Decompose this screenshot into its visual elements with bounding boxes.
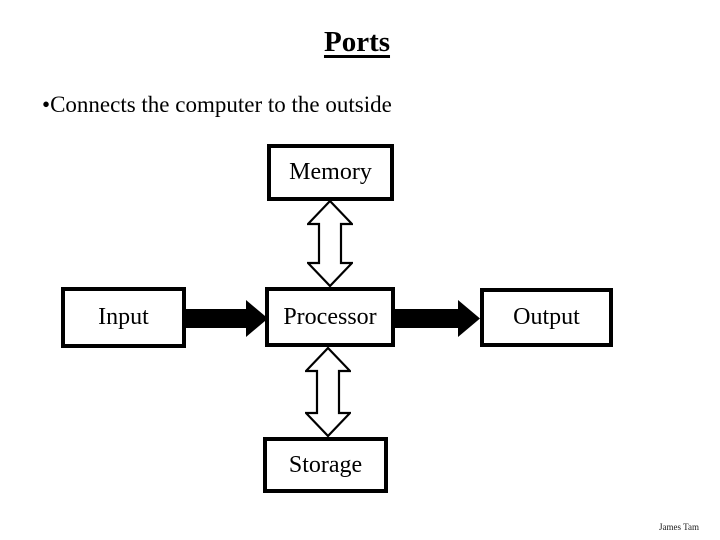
author-credit: James Tam	[659, 522, 699, 532]
bullet-line: •Connects the computer to the outside	[42, 92, 392, 118]
diagram-box-storage: Storage	[263, 437, 388, 493]
diagram-box-output: Output	[480, 288, 613, 347]
double-arrow-processor-storage-icon	[305, 347, 351, 437]
diagram-box-memory: Memory	[267, 144, 394, 201]
slide-title-wrap: Ports	[0, 26, 714, 59]
solid-arrow-input-to-processor-icon	[185, 300, 268, 337]
bullet-text: Connects the computer to the outside	[50, 92, 392, 117]
diagram-box-storage-label: Storage	[288, 451, 363, 478]
diagram-box-processor: Processor	[265, 287, 395, 347]
solid-arrow-processor-to-output-icon	[395, 300, 480, 337]
diagram-box-memory-label: Memory	[289, 159, 372, 185]
bullet-marker: •	[42, 92, 51, 117]
diagram-box-output-label: Output	[513, 304, 580, 330]
double-arrow-memory-processor-icon	[307, 200, 353, 287]
page-title: Ports	[323, 26, 391, 58]
diagram-box-processor-label: Processor	[283, 303, 377, 330]
diagram-box-input-label: Input	[98, 304, 149, 330]
diagram-box-input: Input	[61, 287, 186, 348]
